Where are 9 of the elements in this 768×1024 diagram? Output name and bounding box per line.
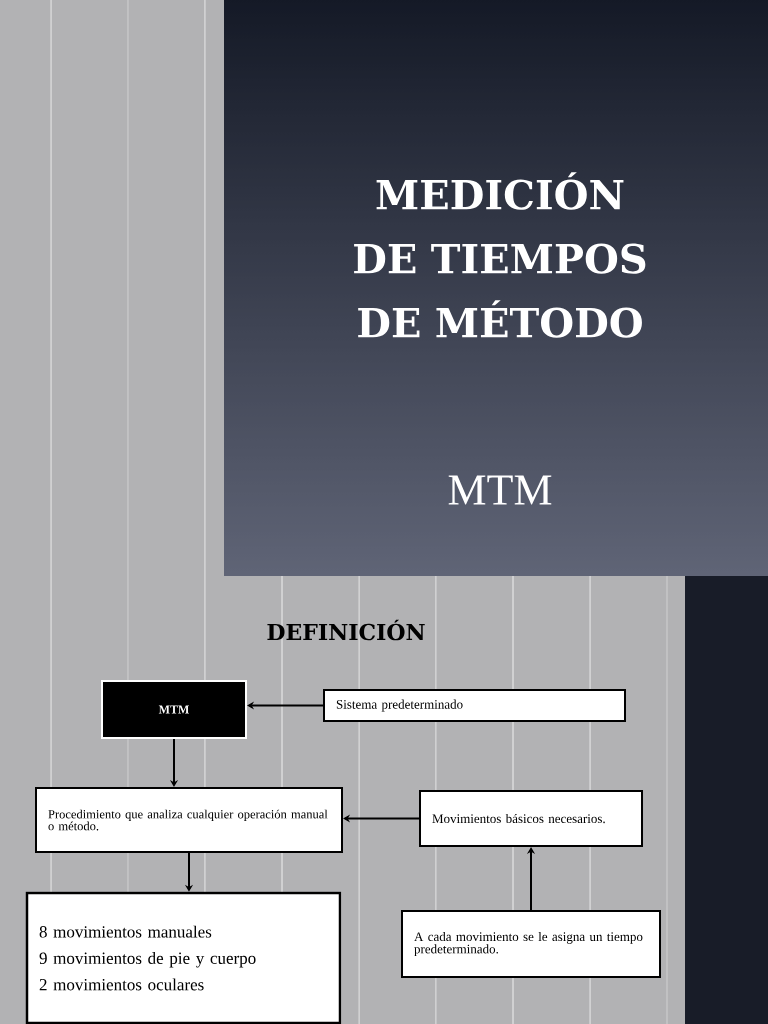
section-heading: DEFINICIÓN — [267, 619, 425, 641]
text-box: Procedimiento que analiza cualquier operación manual o método. — [35, 787, 343, 853]
list-box: 8 movimientos manuales 9 movimientos de pie y cuerpo 2 movimientos oculares — [25, 891, 342, 1024]
title-box: MTM — [101, 680, 247, 739]
slide-subtitle: MTM — [448, 475, 552, 505]
text-box: Movimientos básicos necesarios. — [419, 790, 643, 847]
slide-title: MEDICIÓN DE TIEMPOS DE MÉTODO — [354, 172, 646, 338]
text-box: Sistema predeterminado — [323, 689, 626, 722]
text-box: A cada movimiento se le asigna un tiempo predeterminado. — [401, 910, 661, 978]
